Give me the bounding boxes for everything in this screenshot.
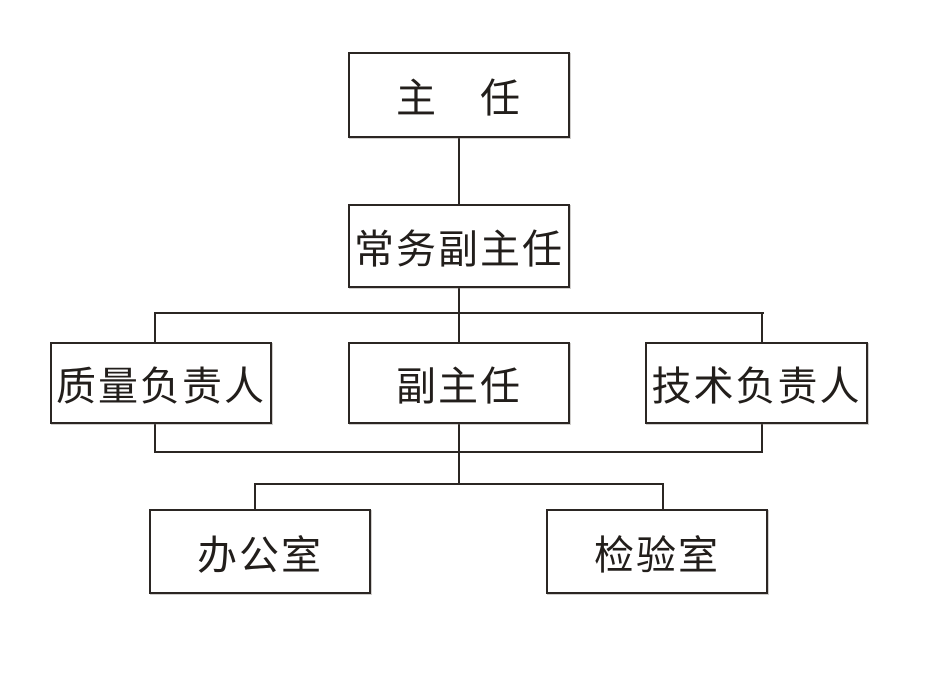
node-director-label: 主 任 [396, 76, 522, 122]
connector-rise-technical-manager [761, 424, 763, 453]
node-inspection-room: 检验室 [546, 509, 768, 594]
node-office-label: 办公室 [197, 532, 323, 579]
connector-rail-level4-top [254, 483, 664, 485]
node-technical-manager-label: 技术负责人 [651, 364, 862, 410]
connector-rise-quality-manager [154, 424, 156, 453]
connector-drop-quality-manager [154, 312, 156, 342]
node-executive-deputy-director: 常务副主任 [348, 204, 570, 288]
node-deputy-director-label: 副主任 [396, 364, 522, 410]
node-quality-manager: 质量负责人 [50, 342, 272, 424]
connector-director-to-exec-deputy [458, 138, 460, 205]
node-quality-manager-label: 质量负责人 [56, 364, 266, 410]
connector-drop-inspection-room [662, 483, 664, 511]
connector-rail-level3-top [154, 312, 764, 314]
connector-drop-technical-manager [761, 312, 763, 342]
connector-rise-deputy-director [458, 424, 460, 453]
connector-drop-office [254, 483, 256, 511]
node-technical-manager: 技术负责人 [645, 342, 868, 424]
node-office: 办公室 [149, 509, 371, 594]
node-deputy-director: 副主任 [348, 342, 570, 424]
connector-rail-to-level4 [458, 451, 460, 485]
connector-exec-deputy-to-rail [458, 288, 460, 342]
node-executive-deputy-director-label: 常务副主任 [354, 227, 564, 273]
node-director: 主 任 [348, 52, 570, 138]
node-inspection-room-label: 检验室 [594, 532, 720, 579]
